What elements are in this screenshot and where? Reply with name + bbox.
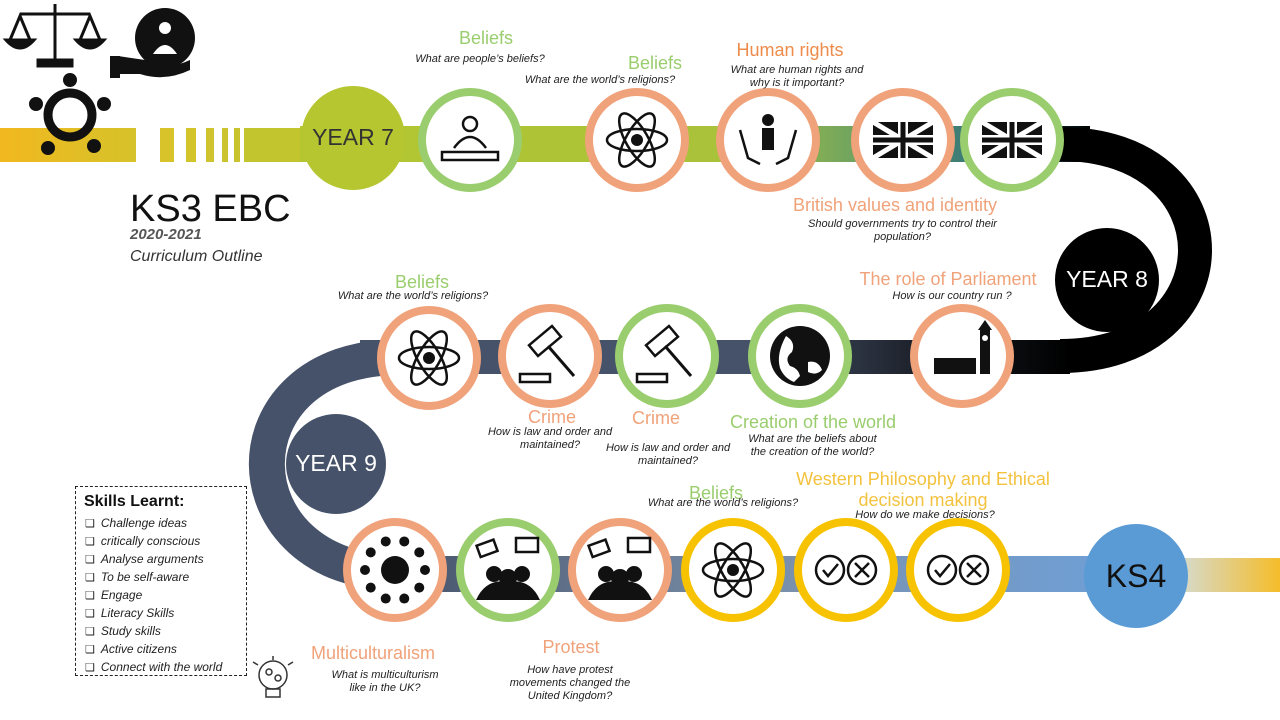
union-flag-icon <box>871 119 935 161</box>
skills-list: Challenge ideas critically conscious Ana… <box>76 515 246 677</box>
ks4-milestone <box>1084 524 1188 628</box>
year9-milestone <box>286 414 386 514</box>
crime2-bubble <box>615 304 719 408</box>
beliefs4-title: Beliefs <box>688 483 744 503</box>
skill-item: Challenge ideas <box>85 515 246 533</box>
beliefs4-question: What are the world’s religions? <box>647 497 799 509</box>
human-rights-bubble <box>716 88 820 192</box>
british-values-bubble <box>851 88 955 192</box>
page-title: KS3 EBC <box>130 188 291 230</box>
skill-item: Engage <box>85 587 246 605</box>
parliament-icon <box>934 320 992 374</box>
gavel-icon <box>518 324 576 384</box>
skill-item: Active citizens <box>85 641 246 659</box>
philosophy-bubble <box>794 518 898 622</box>
hand-person-icon <box>110 8 195 78</box>
scales-icon <box>2 4 108 68</box>
meditation-icon <box>440 115 500 162</box>
protest-icon <box>586 536 652 600</box>
human-rights-title: Human rights <box>736 40 844 60</box>
protest-icon <box>474 536 540 600</box>
path-curve-left <box>248 339 401 591</box>
parliament-bubble <box>910 304 1014 408</box>
beliefs2-question: What are the world’s religions? <box>524 74 676 86</box>
beliefs1-question: What are people’s beliefs? <box>415 53 545 65</box>
crime1-title: Crime <box>528 407 576 427</box>
skill-item: To be self-aware <box>85 569 246 587</box>
beliefs3-bubble <box>377 306 481 410</box>
beliefs2-bubble <box>585 88 689 192</box>
religions-atom-icon <box>605 112 669 168</box>
year7-label: YEAR 7 <box>312 124 394 150</box>
creation-title: Creation of the world <box>729 412 897 432</box>
human-rights-question: What are human rights and why is it impo… <box>730 64 864 89</box>
gavel-icon <box>635 324 693 384</box>
year7-milestone <box>301 86 405 190</box>
page-subtitle: Curriculum Outline <box>130 248 263 265</box>
british-values-bubble <box>960 88 1064 192</box>
crime1-question: How is law and order and maintained? <box>487 426 613 451</box>
religions-atom-icon <box>397 330 461 386</box>
skill-item: Analyse arguments <box>85 551 246 569</box>
skills-heading: Skills Learnt: <box>84 493 185 510</box>
british-values-question: Should governments try to control their … <box>808 218 997 243</box>
beliefs1-bubble <box>418 88 522 192</box>
crime1-bubble <box>498 304 602 408</box>
philosophy-title: Western Philosophy and Ethical decision … <box>796 469 1050 510</box>
check-cross-icon <box>814 554 878 586</box>
beliefs4-bubble <box>681 518 785 622</box>
philosophy-bubble <box>906 518 1010 622</box>
path-curve-right <box>1059 127 1212 373</box>
beliefs3-question: What are the world’s religions? <box>337 290 489 302</box>
check-cross-icon <box>926 554 990 586</box>
skill-item: Study skills <box>85 623 246 641</box>
parliament-question: How is our country run ? <box>892 290 1012 302</box>
protest-question: How have protest movements changed the U… <box>509 664 631 702</box>
beliefs1-title: Beliefs <box>458 28 514 48</box>
ks4-label: KS4 <box>1105 558 1167 594</box>
crime2-question: How is law and order and maintained? <box>605 442 731 467</box>
protest-title: Protest <box>542 637 600 657</box>
parliament-title: The role of Parliament <box>859 269 1037 289</box>
year9-label: YEAR 9 <box>295 450 377 476</box>
religions-atom-icon <box>701 542 765 598</box>
british-values-title: British values and identity <box>792 195 998 215</box>
creation-question: What are the beliefs about the creation … <box>748 433 877 458</box>
beliefs3-title: Beliefs <box>394 272 450 292</box>
community-circle-icon <box>29 73 111 155</box>
academic-year: 2020-2021 <box>130 226 202 243</box>
crime2-title: Crime <box>632 408 680 428</box>
protest-bubble <box>568 518 672 622</box>
skill-item: Literacy Skills <box>85 605 246 623</box>
year8-milestone <box>1055 228 1159 332</box>
skills-box: Skills Learnt: Challenge ideas criticall… <box>75 486 247 676</box>
hands-person-icon <box>738 114 798 166</box>
globe-icon <box>770 326 830 386</box>
people-globe-icon <box>360 536 430 604</box>
beliefs2-title: Beliefs <box>627 53 683 73</box>
multiculturalism-bubble <box>343 518 447 622</box>
philosophy-question: How do we make decisions? <box>855 509 995 521</box>
skill-item: critically conscious <box>85 533 246 551</box>
protest-bubble <box>456 518 560 622</box>
skill-item: Connect with the world <box>85 659 246 677</box>
lightbulb-icon <box>252 656 294 698</box>
multiculturalism-question: What is multiculturism like in the UK? <box>331 669 439 694</box>
multiculturalism-title: Multiculturalism <box>310 643 436 663</box>
union-flag-icon <box>980 119 1044 161</box>
year8-label: YEAR 8 <box>1066 266 1148 292</box>
creation-bubble <box>748 304 852 408</box>
